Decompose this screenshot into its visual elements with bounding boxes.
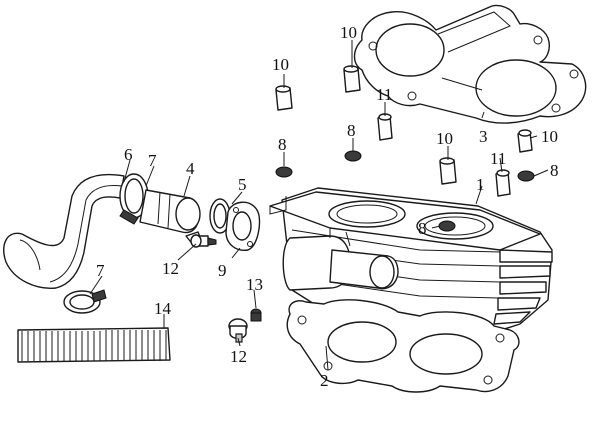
callout-12: 12 <box>162 259 179 278</box>
bolt-upper <box>190 234 217 248</box>
dowel-pin-11b <box>495 169 511 197</box>
callout-11: 11 <box>376 85 392 104</box>
callout-6: 6 <box>124 145 133 164</box>
callout-8: 8 <box>550 161 559 180</box>
callout-10: 10 <box>541 127 558 146</box>
dowel-pin-11a <box>377 113 393 141</box>
callout-8: 8 <box>347 121 356 140</box>
seal-8b <box>344 150 362 162</box>
seal-8d <box>517 170 535 182</box>
o-ring <box>209 198 231 234</box>
bolt-lower <box>228 318 248 343</box>
callout-1: 1 <box>476 175 485 194</box>
spring <box>17 327 171 363</box>
dowel-pin-10a <box>275 85 293 111</box>
dowel-pin-10b <box>343 65 361 93</box>
head-gasket <box>353 4 587 124</box>
callout-10: 10 <box>272 55 289 74</box>
callout-5: 5 <box>238 175 247 194</box>
callout-8: 8 <box>278 135 287 154</box>
callout-2: 2 <box>320 371 329 390</box>
callout-7: 7 <box>96 261 105 280</box>
callout-11: 11 <box>490 149 506 168</box>
water-hose <box>3 173 125 289</box>
pipe-gasket <box>225 201 261 251</box>
base-gasket <box>286 299 520 393</box>
callout-10: 10 <box>436 129 453 148</box>
callout-8: 8 <box>418 219 427 238</box>
callout-13: 13 <box>246 275 263 294</box>
dowel-pin-10d <box>517 129 533 153</box>
callout-7: 7 <box>148 151 157 170</box>
hose-clamp-lower <box>63 289 107 314</box>
plug <box>250 308 262 322</box>
dowel-pin-10c <box>439 157 457 185</box>
callout-12: 12 <box>230 347 247 366</box>
seal-8a <box>275 166 293 178</box>
callout-14: 14 <box>154 299 172 318</box>
callout-4: 4 <box>186 159 195 178</box>
leader-lines <box>89 40 549 371</box>
callout-3: 3 <box>479 127 488 146</box>
callout-9: 9 <box>218 261 227 280</box>
callout-labels: 10 10 11 3 10 10 11 8 8 8 8 1 6 7 4 5 9 … <box>96 23 559 390</box>
seal-8c <box>438 220 456 232</box>
callout-10: 10 <box>340 23 357 42</box>
